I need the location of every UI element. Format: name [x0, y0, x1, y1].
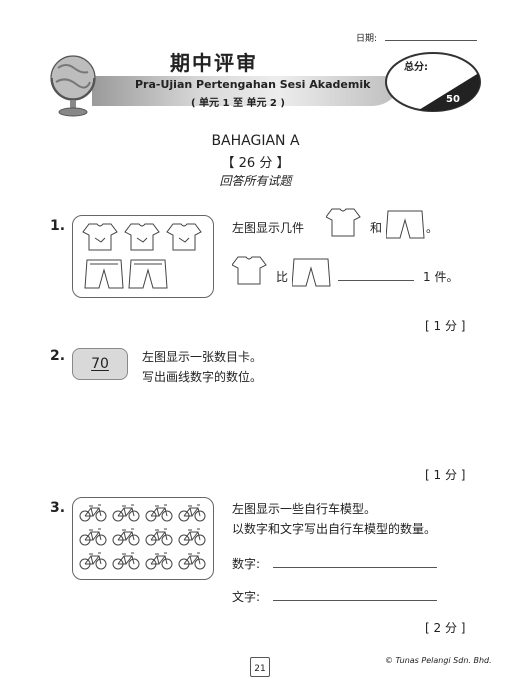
bicycle-icon — [112, 528, 140, 546]
q3-number-answer-line[interactable] — [273, 567, 437, 568]
question-number-2: 2. — [50, 348, 66, 364]
bicycle-picture-box — [72, 497, 214, 580]
bicycle-icon — [112, 504, 140, 522]
section-marks: 【 26 分 】 — [221, 156, 290, 171]
shorts-icon — [386, 210, 425, 239]
q1-answer-line[interactable] — [338, 280, 414, 281]
question-number-3: 3. — [50, 500, 66, 516]
q1-marks: [ 1 分 ] — [425, 319, 466, 333]
q3-line-1: 左图显示一些自行车模型。 — [232, 502, 377, 516]
bicycle-icon — [145, 504, 173, 522]
globe-icon — [50, 55, 96, 117]
number-card: 70 — [72, 348, 128, 380]
q3-marks: [ 2 分 ] — [425, 621, 466, 635]
bicycle-icon — [145, 552, 173, 570]
q2-line-1: 左图显示一张数目卡。 — [142, 350, 263, 364]
date-answer-line[interactable] — [385, 40, 477, 41]
shirt-icon — [326, 208, 361, 237]
section-instruction: 回答所有试题 — [219, 174, 292, 188]
bicycle-icon — [178, 552, 206, 570]
clothes-picture-box — [72, 215, 214, 298]
q1-text-compare: 比 — [276, 270, 289, 284]
q3-word-answer-line[interactable] — [273, 600, 437, 601]
number-card-value: 70 — [91, 356, 109, 372]
bicycle-icon — [79, 504, 107, 522]
q2-line-2: 写出画线数字的数位。 — [142, 370, 263, 384]
page-title: 期中评审 — [170, 51, 258, 75]
shirt-icon — [232, 256, 267, 285]
date-label: 日期: — [356, 34, 378, 44]
shorts-icon — [292, 258, 331, 287]
bicycle-icon — [79, 552, 107, 570]
q1-text-start: 左图显示几件 — [232, 221, 305, 235]
section-title: BAHAGIAN A — [211, 133, 300, 149]
q2-marks: [ 1 分 ] — [425, 468, 466, 482]
q3-word-label: 文字: — [232, 590, 261, 604]
q1-text-and: 和 — [370, 221, 383, 235]
header-ribbon — [92, 76, 402, 106]
q1-text-end: 。 — [426, 221, 439, 235]
q3-number-label: 数字: — [232, 557, 261, 571]
shirts-and-shorts-illustration — [82, 223, 202, 289]
page-number: 21 — [250, 657, 270, 677]
score-label: 总分: — [404, 62, 428, 73]
q3-line-2: 以数字和文字写出自行车模型的数量。 — [232, 522, 437, 536]
bicycle-icon — [178, 528, 206, 546]
bicycle-icon — [145, 528, 173, 546]
bicycle-icon — [112, 552, 140, 570]
q1-text-tail: 1 件。 — [423, 270, 459, 284]
page-units: ( 单元 1 至 单元 2 ) — [191, 98, 285, 109]
score-oval — [385, 52, 481, 112]
bicycle-icon — [178, 504, 206, 522]
publisher-credit: © Tunas Pelangi Sdn. Bhd. — [385, 656, 492, 665]
score-total: 50 — [446, 94, 460, 105]
question-number-1: 1. — [50, 218, 66, 234]
bicycle-icon — [79, 528, 107, 546]
bicycles-illustration — [79, 504, 206, 570]
page-subtitle: Pra-Ujian Pertengahan Sesi Akademik — [135, 78, 371, 91]
